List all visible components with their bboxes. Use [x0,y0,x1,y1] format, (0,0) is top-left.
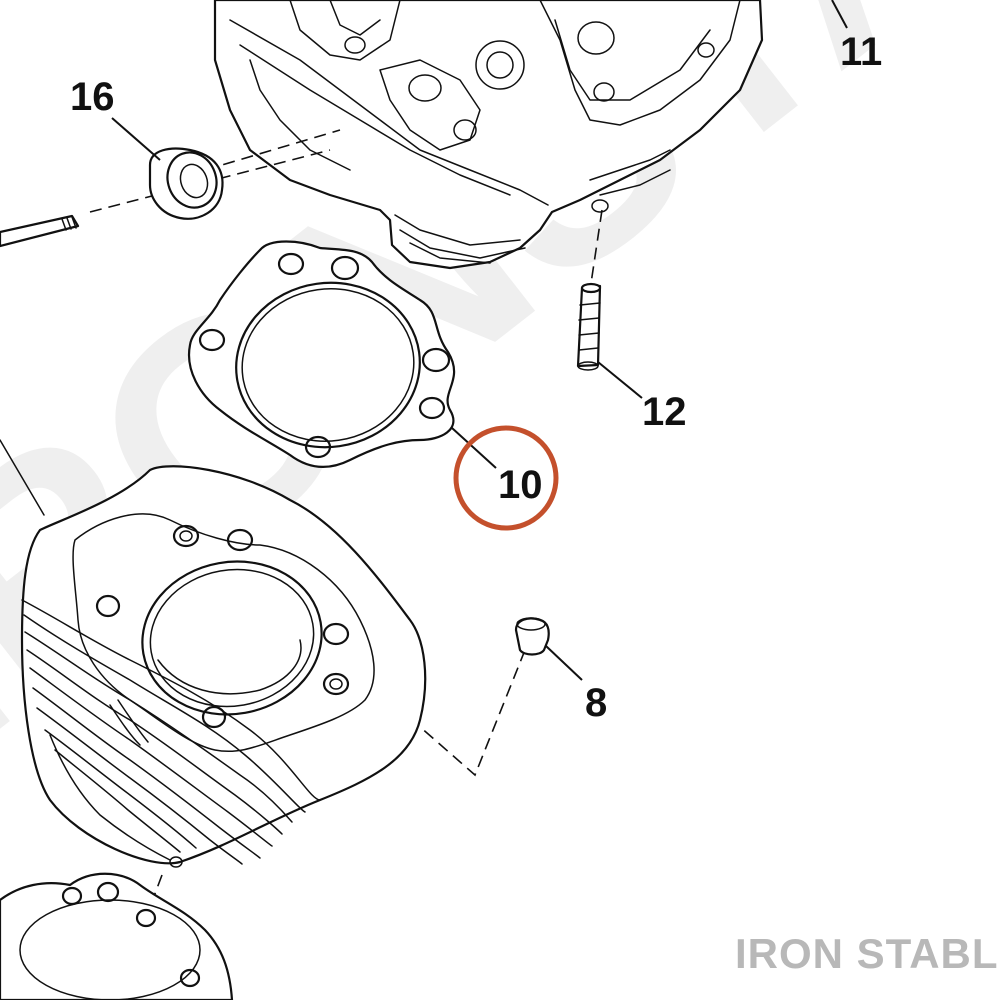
leader-16 [111,117,161,161]
pushrod-line [0,439,45,516]
leader-12 [597,361,643,399]
cylinder-barrel [20,465,427,868]
leader-11 [831,0,848,29]
dowel-stud [576,282,602,371]
callout-16: 16 [70,75,115,119]
seal-part [148,147,224,220]
highlight-ring [453,425,559,531]
cylinder-head [213,0,764,270]
axis-line-pin [354,649,526,777]
axis-line-seal [204,129,341,171]
stud-rod [0,214,80,248]
callout-8: 8 [585,681,607,725]
head-gasket [187,240,456,469]
brand-logo-text: IRON STABLE [735,930,1000,977]
callout-12: 12 [642,390,687,434]
callout-10: 10 [498,463,543,507]
leader-8 [545,645,583,681]
leader-10 [451,427,497,469]
lower-gasket [0,872,234,1000]
axis-line-dowel [589,209,603,291]
dowel-pin [514,617,550,656]
callout-11: 11 [840,30,882,74]
